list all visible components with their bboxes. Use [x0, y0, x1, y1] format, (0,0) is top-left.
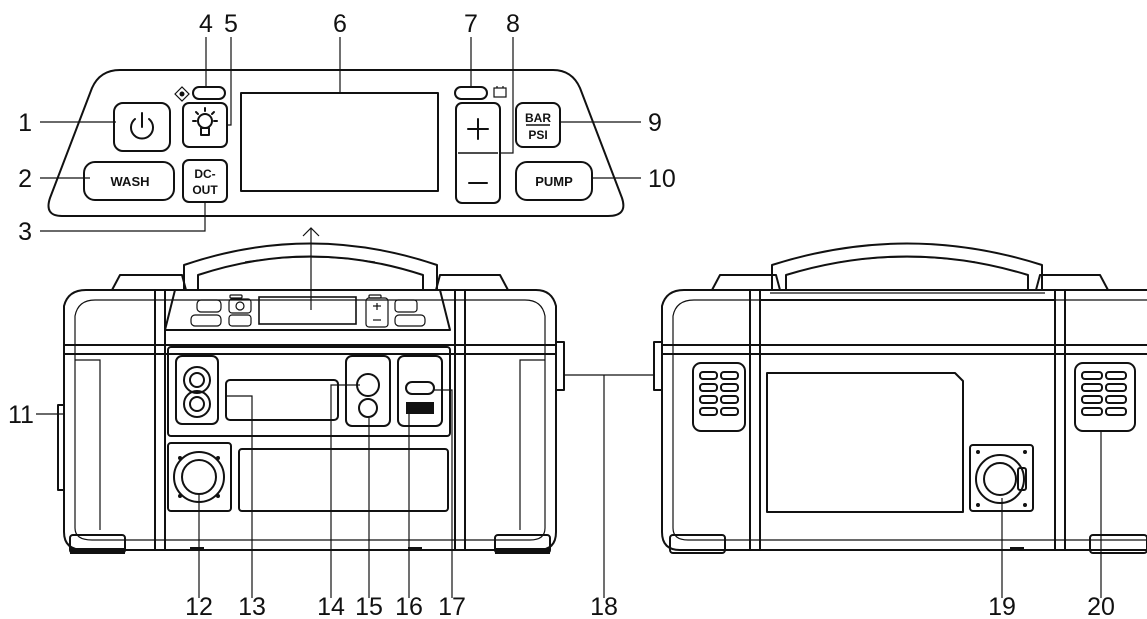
- callout-5: 5: [224, 10, 238, 38]
- callout-9: 9: [648, 109, 662, 137]
- callout-19: 19: [988, 593, 1016, 619]
- psi-label: PSI: [528, 128, 547, 142]
- light-button[interactable]: [182, 102, 228, 148]
- callout-16: 16: [395, 593, 423, 619]
- power-icon: [130, 112, 154, 140]
- plus-icon: [467, 118, 489, 140]
- callout-14: 14: [317, 593, 345, 619]
- callout-1: 1: [18, 109, 32, 137]
- bar-psi-button[interactable]: BAR PSI: [515, 102, 561, 148]
- control-panel: WASH DC- OUT: [47, 69, 625, 217]
- callout-13: 13: [238, 593, 266, 619]
- pump-button-label: PUMP: [535, 174, 573, 189]
- dc-out-button[interactable]: DC- OUT: [182, 159, 228, 203]
- callout-7: 7: [464, 10, 478, 38]
- callout-18: 18: [590, 593, 618, 619]
- callout-4: 4: [199, 10, 213, 38]
- callout-6: 6: [333, 10, 347, 38]
- callout-3: 3: [18, 218, 32, 246]
- adjust-rocker[interactable]: [455, 102, 501, 204]
- leader-lines: [36, 37, 1102, 598]
- light-bulb-icon: [192, 107, 218, 136]
- callout-20: 20: [1087, 593, 1115, 619]
- bar-label: BAR: [525, 111, 551, 125]
- left-vent-slots: [699, 371, 739, 416]
- callout-17: 17: [438, 593, 466, 619]
- wash-button[interactable]: WASH: [83, 161, 175, 201]
- rear-view: [653, 242, 1147, 554]
- indicator-light-right: [454, 86, 488, 100]
- callout-15: 15: [355, 593, 383, 619]
- callout-8: 8: [506, 10, 520, 38]
- callout-2: 2: [18, 165, 32, 193]
- callout-12: 12: [185, 593, 213, 619]
- bluetooth-indicator-icon: [174, 86, 190, 102]
- wash-button-label: WASH: [111, 174, 150, 189]
- right-vent-slots: [1081, 371, 1127, 416]
- callout-11: 11: [8, 401, 34, 429]
- callout-numbers: 1 2 3 4 5 6 7 8 9 10 11 12 13 14 15 16 1…: [8, 10, 1115, 619]
- dc-out-label-top: DC-: [194, 167, 215, 181]
- battery-indicator-icon: [493, 86, 507, 98]
- power-button[interactable]: [113, 102, 171, 152]
- pump-button[interactable]: PUMP: [515, 161, 593, 201]
- front-view: [57, 242, 565, 554]
- display-screen: [240, 92, 439, 192]
- dc-out-label-bottom: OUT: [192, 183, 218, 197]
- indicator-light-left: [192, 86, 226, 100]
- callout-10: 10: [648, 165, 676, 193]
